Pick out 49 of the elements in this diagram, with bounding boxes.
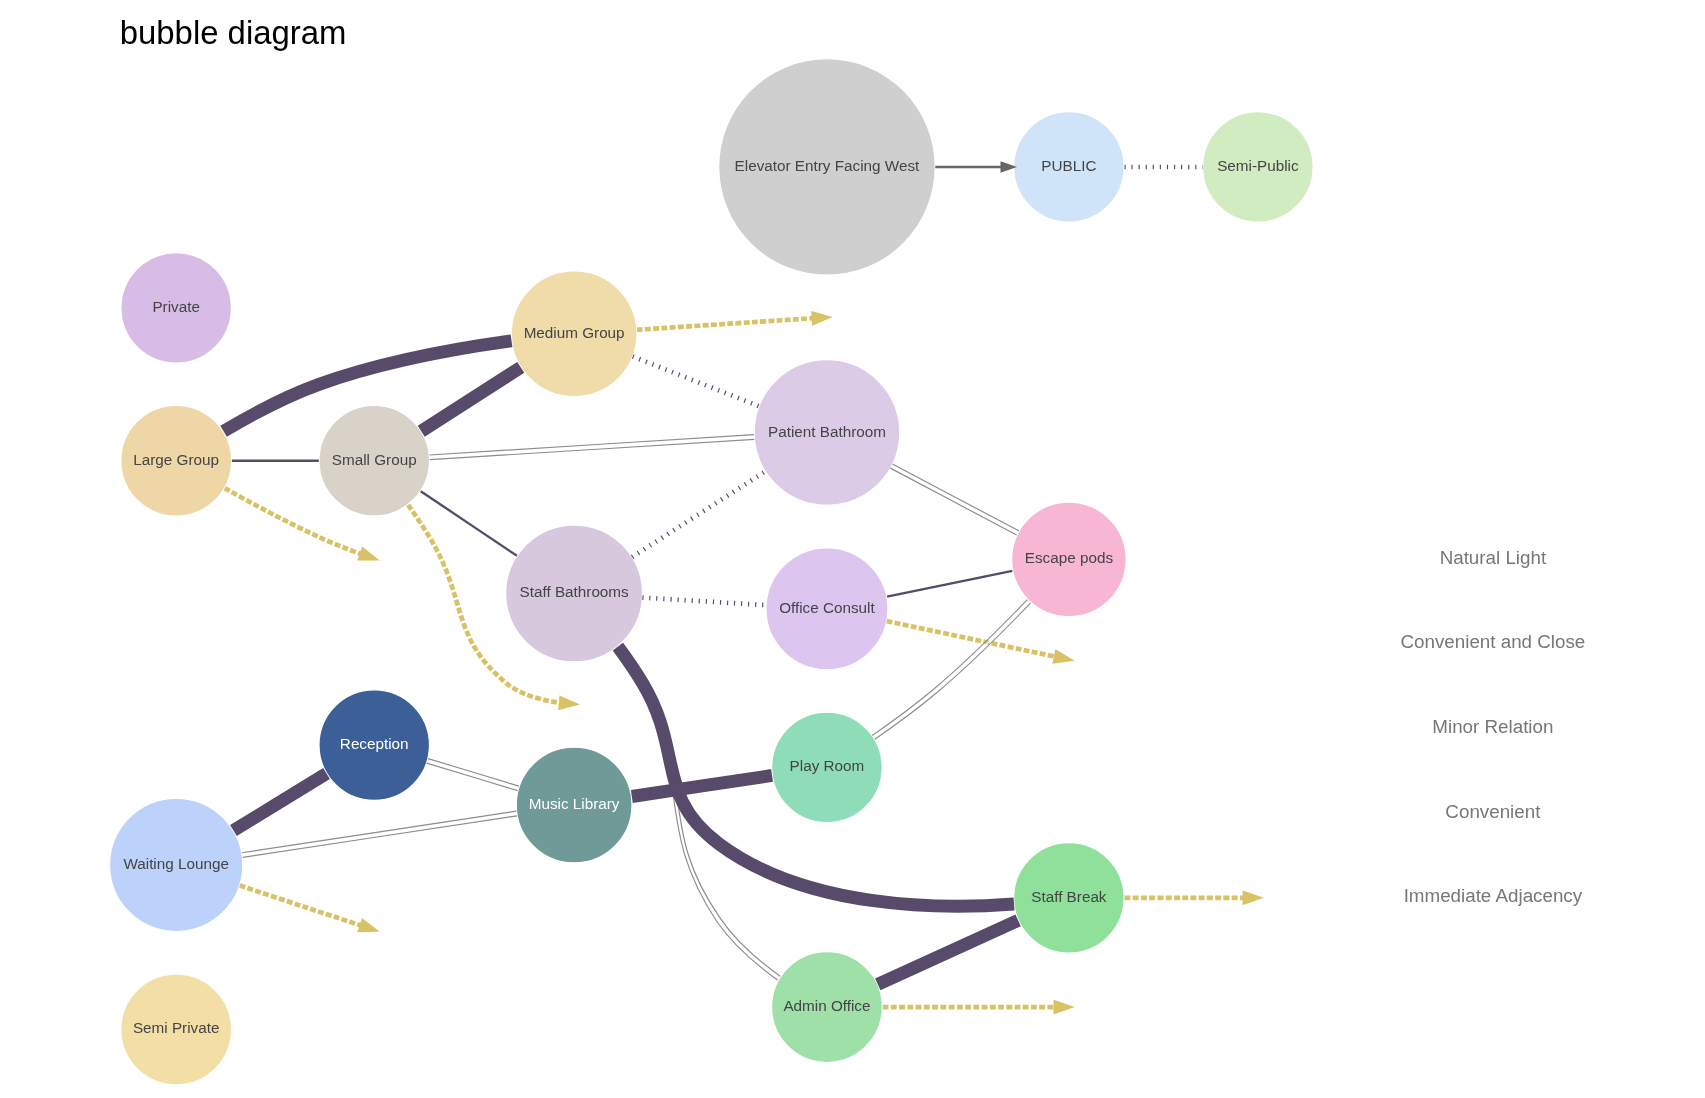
connector (874, 914, 1021, 991)
connector (631, 354, 760, 409)
node-circle: Large Group (119, 404, 232, 517)
connector (630, 469, 766, 559)
node-circle: Music Library (515, 746, 633, 864)
legend-label: Convenient (1444, 800, 1540, 822)
connector (630, 769, 773, 803)
arrow (885, 618, 1075, 664)
connector (229, 768, 330, 837)
connector (231, 459, 319, 462)
legend-label: Immediate Adjacency (1403, 885, 1582, 907)
node-circle: Medium Group (510, 270, 638, 398)
connector (886, 569, 1013, 598)
node-circle: Waiting Lounge (108, 797, 243, 933)
node-circle: Staff Bathrooms (504, 524, 643, 663)
arrow (882, 999, 1075, 1015)
arrow (636, 310, 833, 333)
legend-label: Natural Light (1439, 546, 1546, 568)
node-circle: Private (119, 252, 232, 364)
connector (425, 758, 520, 792)
connector (889, 463, 1019, 536)
arrow (223, 486, 380, 561)
connector (612, 642, 1014, 913)
node-circle: PUBLIC (1012, 111, 1125, 223)
connector (428, 434, 755, 461)
connector (641, 595, 766, 608)
node-circle: Reception (317, 689, 430, 801)
diagram-title: bubble diagram (119, 14, 346, 52)
node-circle: Patient Bathroom (753, 359, 900, 506)
node-circle: Semi Private (119, 973, 232, 1086)
connector (219, 334, 512, 437)
arrow (238, 883, 380, 933)
arrow (934, 161, 1017, 173)
node-circle: Play Room (770, 711, 883, 824)
connector (240, 810, 518, 858)
legend-label: Minor Relation (1431, 716, 1553, 738)
connector (417, 361, 524, 437)
connector (419, 490, 518, 557)
node-circle: Escape pods (1010, 501, 1127, 618)
node-circle: Elevator Entry Facing West (717, 58, 936, 276)
legend-label: Convenient and Close (1399, 631, 1585, 653)
node-circle: Admin Office (770, 951, 883, 1064)
node-circle: Office Consult (764, 547, 888, 671)
node-circle: Small Group (317, 404, 430, 517)
connector (871, 599, 1031, 740)
node-circle: Staff Break (1012, 842, 1125, 954)
node-circle: Semi-Public (1201, 111, 1314, 223)
arrow (1124, 890, 1264, 906)
arrow (405, 503, 580, 711)
